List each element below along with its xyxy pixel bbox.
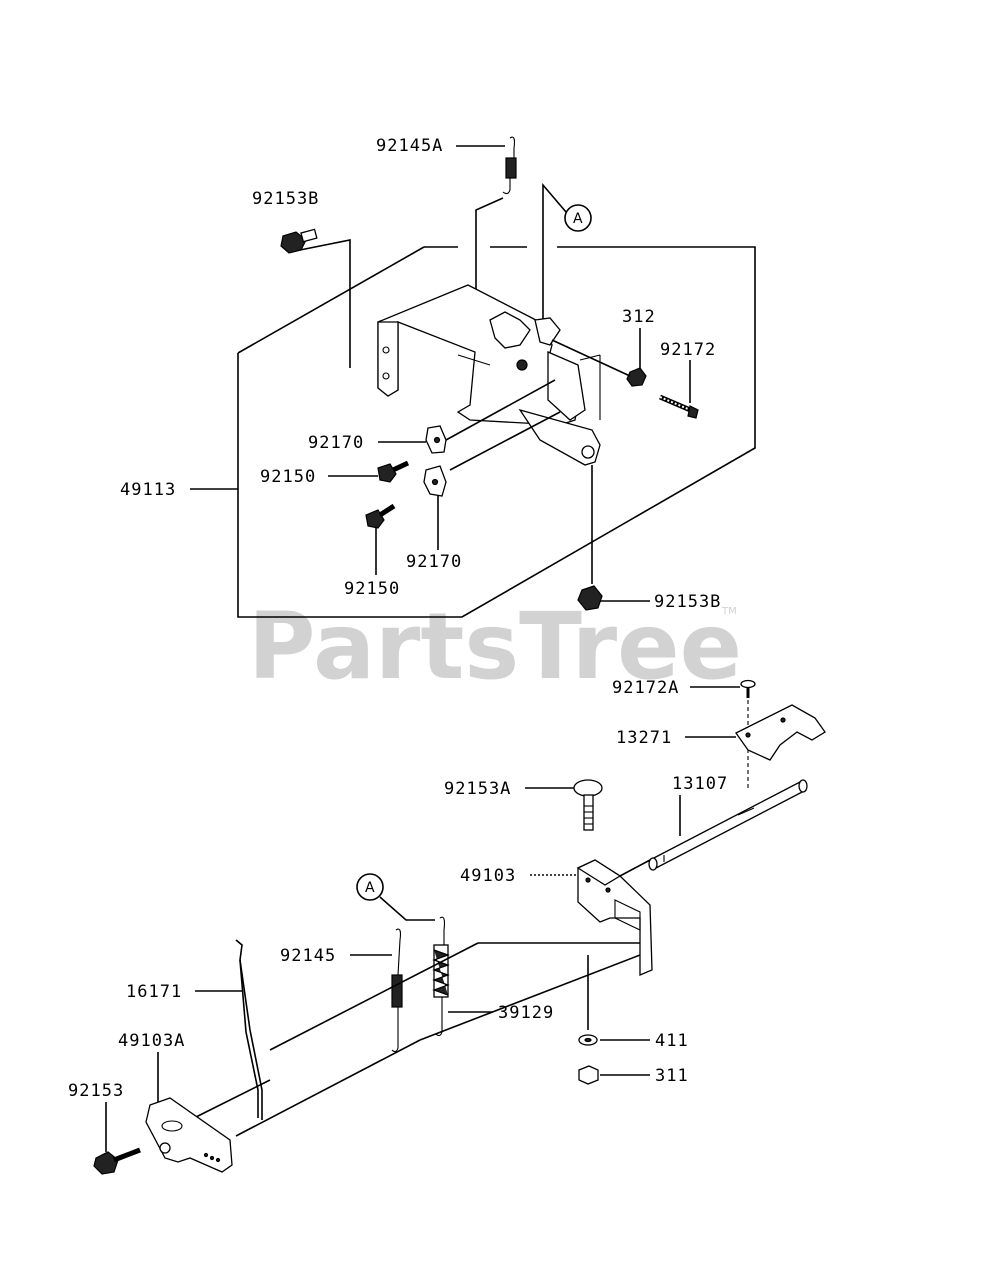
part-labels: 92145A 92153B 312 92172 92170 92150 4911… bbox=[68, 136, 728, 1101]
group-49113-outline bbox=[190, 246, 756, 618]
ref-marker-a-top: A bbox=[542, 182, 592, 325]
label-92172: 92172 bbox=[660, 340, 716, 360]
clip-92170-b bbox=[423, 465, 447, 550]
label-92153: 92153 bbox=[68, 1081, 124, 1101]
plate-13271 bbox=[685, 704, 826, 761]
clip-link-line bbox=[449, 411, 561, 471]
bolt-92153 bbox=[93, 1102, 141, 1175]
label-49113: 49113 bbox=[120, 480, 176, 500]
spring-39129 bbox=[432, 916, 493, 1037]
label-311: 311 bbox=[655, 1066, 689, 1086]
bolt-92172 bbox=[659, 360, 699, 419]
label-92150-a: 92150 bbox=[260, 467, 316, 487]
label-92170-b: 92170 bbox=[406, 552, 462, 572]
ref-marker-a-top-text: A bbox=[573, 211, 583, 227]
rod-16171 bbox=[195, 939, 263, 1120]
label-16171: 16171 bbox=[126, 982, 182, 1002]
lever-plate-49103A bbox=[145, 1052, 233, 1173]
spring-92145 bbox=[350, 928, 403, 1053]
label-39129: 39129 bbox=[498, 1003, 554, 1023]
label-92170-a: 92170 bbox=[308, 433, 364, 453]
watermark: PartsTree TM bbox=[248, 593, 742, 700]
watermark-trademark: TM bbox=[721, 606, 737, 617]
label-411: 411 bbox=[655, 1031, 689, 1051]
label-92172A: 92172A bbox=[612, 678, 679, 698]
label-92153B-bottom: 92153B bbox=[654, 592, 721, 612]
label-49103: 49103 bbox=[460, 866, 516, 886]
bolt-92153B-top bbox=[280, 228, 351, 368]
label-13107: 13107 bbox=[672, 774, 728, 794]
label-92145: 92145 bbox=[280, 946, 336, 966]
label-312: 312 bbox=[622, 307, 656, 327]
label-13271: 13271 bbox=[616, 728, 672, 748]
washer-411 bbox=[578, 955, 650, 1046]
bolt-92153B-bottom bbox=[577, 465, 650, 611]
shaft-13107 bbox=[648, 779, 808, 871]
nut-311 bbox=[578, 1065, 650, 1085]
label-92153A: 92153A bbox=[444, 779, 511, 799]
ref-marker-a-bottom: A bbox=[356, 873, 435, 921]
control-bracket-49113 bbox=[377, 284, 601, 466]
label-92145A: 92145A bbox=[376, 136, 443, 156]
nut-312 bbox=[551, 328, 647, 387]
bolt-92153A bbox=[525, 779, 603, 831]
bolt-92150-a bbox=[328, 460, 410, 483]
ref-marker-a-bottom-text: A bbox=[365, 880, 375, 896]
label-49103A: 49103A bbox=[118, 1031, 185, 1051]
label-92153B-top: 92153B bbox=[252, 189, 319, 209]
watermark-text: PartsTree bbox=[248, 593, 742, 700]
bolt-92150-b bbox=[365, 503, 396, 575]
label-92150-b: 92150 bbox=[344, 579, 400, 599]
lever-bracket-49103 bbox=[530, 859, 653, 976]
clip-92170-a bbox=[378, 425, 447, 454]
clip-link-line-2 bbox=[445, 379, 556, 441]
